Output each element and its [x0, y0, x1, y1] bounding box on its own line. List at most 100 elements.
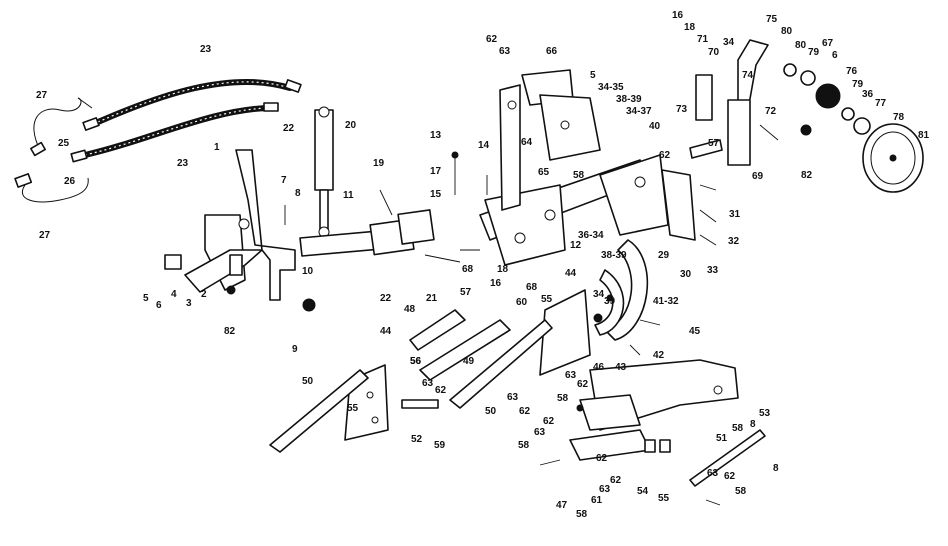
landside-left — [269, 369, 369, 453]
label-56: 56 — [410, 356, 422, 367]
label-62: 62 — [435, 385, 447, 396]
label-74: 74 — [742, 70, 754, 81]
label-62: 62 — [596, 453, 608, 464]
label-55: 55 — [658, 493, 670, 504]
cross-shaft — [299, 209, 435, 257]
label-34-37: 34-37 — [626, 106, 652, 117]
label-23: 23 — [200, 44, 212, 55]
hydraulic-hose-lower — [70, 102, 279, 163]
label-63: 63 — [599, 484, 611, 495]
label-68: 68 — [526, 282, 538, 293]
label-34: 34 — [723, 37, 735, 48]
label-17: 17 — [430, 166, 442, 177]
label-58: 58 — [576, 509, 588, 520]
label-57: 57 — [708, 138, 720, 149]
label-59: 59 — [434, 440, 446, 451]
label-65: 65 — [538, 167, 550, 178]
label-79: 79 — [852, 79, 864, 90]
label-63: 63 — [499, 46, 511, 57]
hydraulic-hose-upper — [82, 78, 302, 131]
small-plates — [164, 254, 671, 453]
label-54: 54 — [637, 486, 649, 497]
label-6: 6 — [156, 300, 162, 311]
label-48: 48 — [404, 304, 416, 315]
label-45: 45 — [689, 326, 701, 337]
label-62: 62 — [577, 379, 589, 390]
label-39: 39 — [604, 296, 616, 307]
label-25: 25 — [58, 138, 70, 149]
label-32: 32 — [728, 236, 740, 247]
label-21: 21 — [426, 293, 438, 304]
label-62: 62 — [519, 406, 531, 417]
label-41-32: 41-32 — [653, 296, 679, 307]
label-62: 62 — [659, 150, 671, 161]
label-55: 55 — [541, 294, 553, 305]
label-11: 11 — [343, 190, 354, 201]
coulter-disc — [862, 123, 924, 193]
label-58: 58 — [573, 170, 585, 181]
label-71: 71 — [697, 34, 709, 45]
label-15: 15 — [430, 189, 442, 200]
label-68: 68 — [462, 264, 474, 275]
label-2: 2 — [201, 289, 207, 300]
label-70: 70 — [708, 47, 720, 58]
hitch-frame — [184, 149, 296, 301]
label-13: 13 — [430, 130, 442, 141]
label-8: 8 — [295, 188, 301, 199]
label-63: 63 — [507, 392, 519, 403]
label-67: 67 — [822, 38, 834, 49]
label-20: 20 — [345, 120, 357, 131]
label-50: 50 — [302, 376, 314, 387]
label-63: 63 — [422, 378, 434, 389]
label-62: 62 — [610, 475, 622, 486]
label-52: 52 — [411, 434, 423, 445]
label-44: 44 — [565, 268, 577, 279]
label-50: 50 — [485, 406, 497, 417]
label-16: 16 — [490, 278, 502, 289]
landside-mid — [449, 319, 553, 409]
label-60: 60 — [516, 297, 528, 308]
label-62: 62 — [543, 416, 555, 427]
label-44: 44 — [380, 326, 392, 337]
label-69: 69 — [752, 171, 764, 182]
label-49: 49 — [463, 356, 475, 367]
label-53: 53 — [759, 408, 771, 419]
curved-bracket — [594, 239, 649, 341]
share-left — [409, 309, 511, 381]
label-55: 55 — [347, 403, 359, 414]
label-27: 27 — [36, 90, 48, 101]
label-58: 58 — [732, 423, 744, 434]
label-82: 82 — [224, 326, 236, 337]
label-62: 62 — [486, 34, 498, 45]
label-61: 61 — [591, 495, 603, 506]
label-33: 33 — [707, 265, 719, 276]
label-51: 51 — [716, 433, 728, 444]
label-75: 75 — [766, 14, 778, 25]
label-12: 12 — [570, 240, 582, 251]
label-63: 63 — [565, 370, 577, 381]
label-29: 29 — [658, 250, 670, 261]
label-63: 63 — [534, 427, 546, 438]
label-5: 5 — [143, 293, 149, 304]
label-80: 80 — [781, 26, 793, 37]
label-46: 46 — [593, 362, 605, 373]
thin-cable-upper — [30, 97, 93, 157]
label-27: 27 — [39, 230, 51, 241]
label-63: 63 — [707, 468, 719, 479]
label-42: 42 — [653, 350, 665, 361]
label-3: 3 — [186, 298, 192, 309]
label-19: 19 — [373, 158, 385, 169]
label-26: 26 — [64, 176, 76, 187]
label-58: 58 — [557, 393, 569, 404]
label-34: 34 — [593, 289, 605, 300]
label-58: 58 — [518, 440, 530, 451]
label-40: 40 — [649, 121, 661, 132]
label-82: 82 — [801, 170, 813, 181]
upright-mount — [499, 69, 601, 211]
label-72: 72 — [765, 106, 777, 117]
label-34-35: 34-35 — [598, 82, 624, 93]
coulter-hub — [783, 63, 871, 135]
label-36-34: 36-34 — [578, 230, 604, 241]
label-47: 47 — [556, 500, 568, 511]
